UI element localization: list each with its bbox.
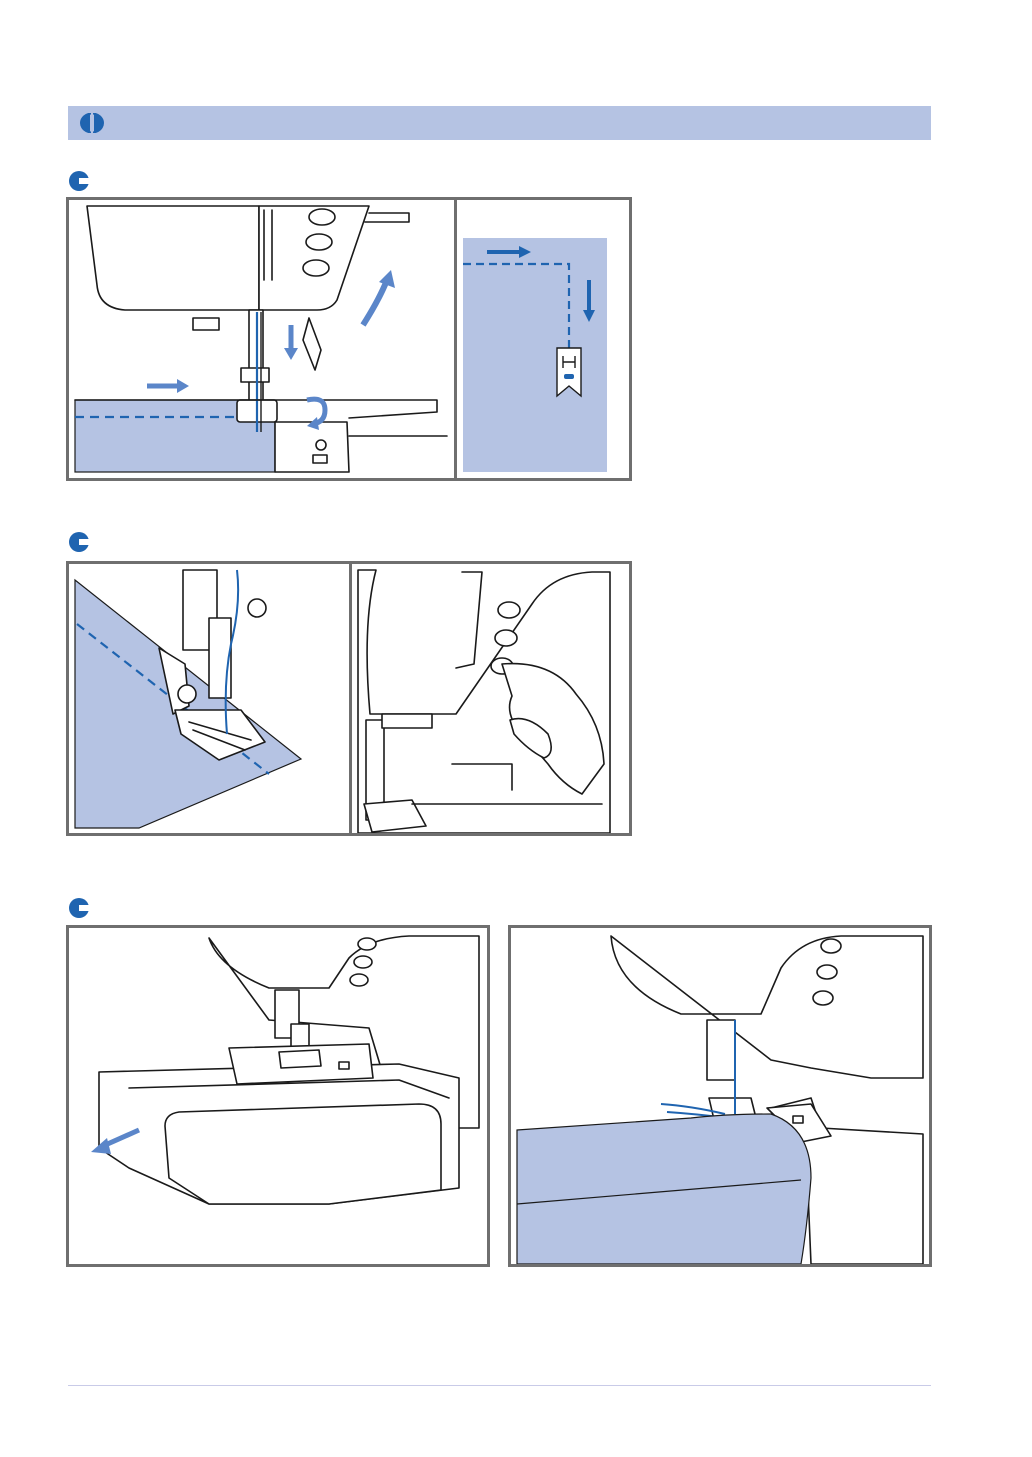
step-bullet-icon (68, 531, 90, 553)
footer-rule (68, 1385, 931, 1386)
pressing-reverse-button (352, 564, 629, 833)
step-3-left-illustration-frame (66, 925, 490, 1267)
step-bullet-icon (68, 170, 90, 192)
step-3-right-illustration-frame (508, 925, 932, 1267)
step-2-illustration-frame (66, 561, 632, 836)
section-marker-icon (72, 113, 112, 133)
step-1-illustration-frame (66, 197, 632, 481)
turning-corner-with-needle-down (69, 200, 453, 478)
sewing-diagonal-seam (69, 564, 349, 833)
step-bullet-icon (68, 897, 90, 919)
removing-flat-bed-attachment (69, 928, 487, 1264)
section-header-bar (68, 106, 931, 140)
stitch-path-corner-diagram (457, 200, 629, 478)
free-arm-sewing-tube (511, 928, 929, 1264)
